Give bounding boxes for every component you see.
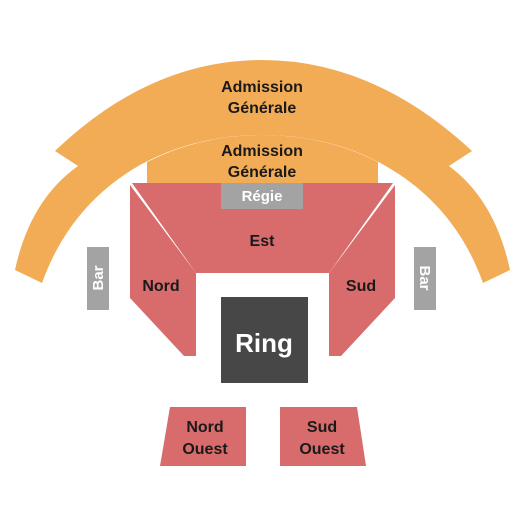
admission-outer-label-2: Générale bbox=[228, 100, 297, 117]
admission-inner-label-1: Admission bbox=[221, 143, 303, 160]
bar-left-label: Bar bbox=[90, 265, 107, 290]
nord-ouest-label-2: Ouest bbox=[182, 441, 228, 458]
section-est[interactable] bbox=[132, 183, 393, 273]
section-sud[interactable] bbox=[329, 185, 395, 356]
section-sud-ouest[interactable] bbox=[280, 407, 366, 466]
section-bar-right[interactable] bbox=[414, 247, 436, 310]
sud-ouest-label-1: Sud bbox=[307, 419, 337, 436]
bar-right-label: Bar bbox=[416, 265, 433, 290]
est-label: Est bbox=[250, 233, 276, 250]
sud-ouest-label-2: Ouest bbox=[299, 441, 345, 458]
admission-inner-label-2: Générale bbox=[228, 164, 297, 181]
nord-ouest-label-1: Nord bbox=[186, 419, 223, 436]
section-bar-left[interactable] bbox=[87, 247, 109, 310]
section-admission-generale-inner[interactable] bbox=[147, 135, 378, 183]
admission-outer-label-1: Admission bbox=[221, 79, 303, 96]
ring-label: Ring bbox=[235, 328, 293, 358]
section-nord-ouest[interactable] bbox=[160, 407, 246, 466]
nord-label: Nord bbox=[142, 278, 179, 295]
section-nord[interactable] bbox=[130, 185, 196, 356]
stage-ring[interactable] bbox=[221, 297, 308, 383]
sud-label: Sud bbox=[346, 278, 376, 295]
section-admission-generale-outer[interactable] bbox=[15, 60, 510, 283]
regie-label: Régie bbox=[242, 188, 283, 205]
section-regie[interactable] bbox=[221, 183, 303, 209]
